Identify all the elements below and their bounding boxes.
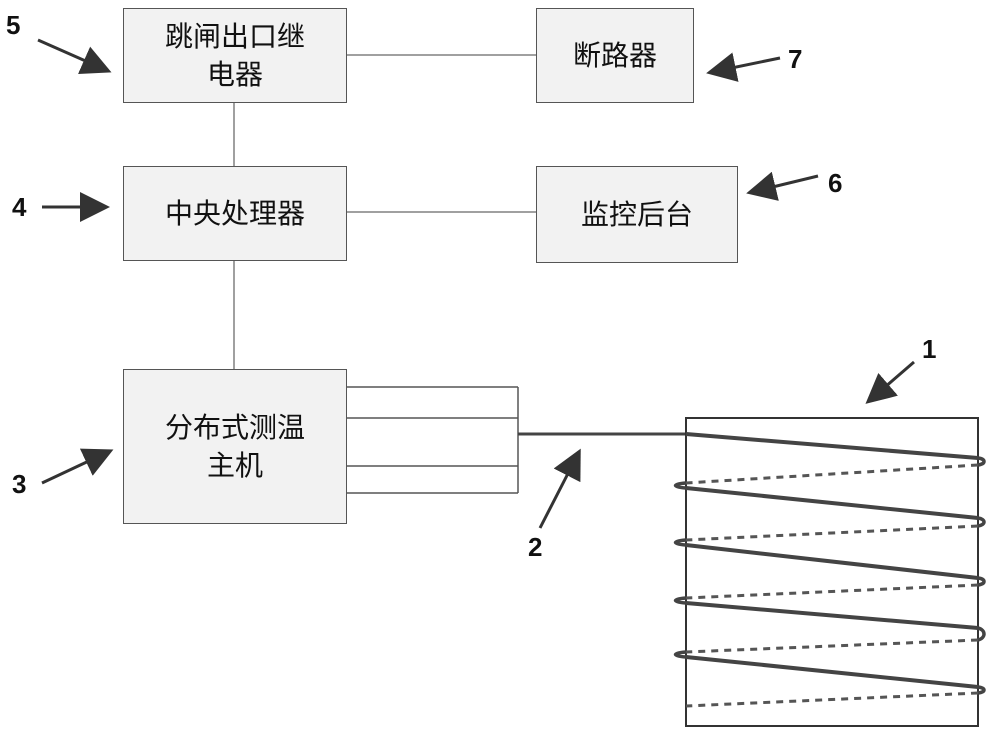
label-6: 6 (828, 168, 843, 198)
relay-label-line1: 跳闸出口继 (164, 19, 305, 53)
label-2: 2 (528, 532, 543, 562)
arrow-1 (865, 360, 915, 404)
pointer-arrows (37, 38, 915, 529)
arrow-7 (706, 52, 781, 82)
host-label-line1: 分布式测温 (164, 410, 305, 444)
fiber-coil-turns (673, 456, 986, 695)
host-label-line2: 主机 (206, 448, 263, 482)
cpu-box: 中央处理器 (123, 166, 347, 261)
label-1: 1 (922, 334, 937, 364)
arrow-5 (37, 38, 112, 75)
fiber-coil-front (685, 432, 979, 689)
cpu-label: 中央处理器 (164, 196, 305, 230)
fiber-coil-back (685, 463, 979, 708)
cylinder-outline (685, 417, 979, 727)
label-5: 5 (6, 10, 21, 40)
label-3: 3 (12, 469, 27, 499)
relay-label-line2: 电器 (206, 57, 263, 91)
monitor-box: 监控后台 (536, 166, 738, 263)
arrow-6 (746, 171, 819, 201)
relay-box: 跳闸出口继 电器 (123, 8, 347, 103)
arrow-2 (538, 448, 581, 529)
host-box: 分布式测温 主机 (123, 369, 347, 524)
label-4: 4 (12, 192, 27, 222)
breaker-label: 断路器 (572, 38, 657, 72)
monitor-label: 监控后台 (580, 197, 693, 231)
arrow-3 (41, 448, 114, 485)
label-7: 7 (788, 44, 803, 74)
host-channels (346, 386, 519, 494)
breaker-box: 断路器 (536, 8, 694, 103)
